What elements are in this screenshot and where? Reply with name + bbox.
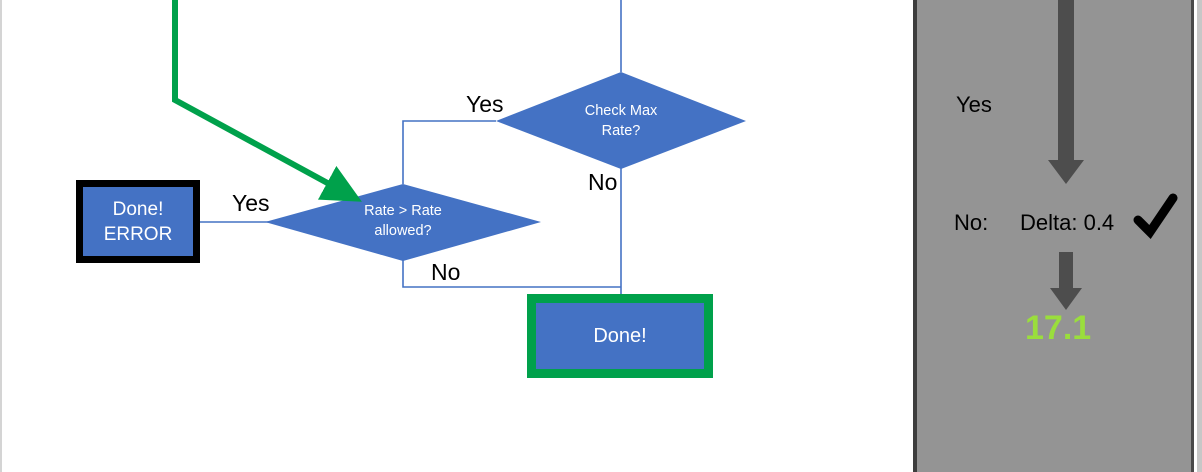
edge-label-rate-yes: Yes [232,190,270,216]
flowchart-graphics [172,0,746,296]
panel-no-label: No: [954,210,989,235]
process-done-line1: Done! [593,324,647,347]
left-edge-divider [0,0,2,472]
decision-rate-gt-rate-allowed [265,184,541,261]
panel-yes-label: Yes [956,92,992,117]
process-done-error[interactable]: Done! ERROR [76,180,200,263]
connector-check-max-yes [402,120,496,184]
process-done-error-line2: ERROR [103,223,173,245]
panel-arrow-top [1048,0,1084,184]
edge-label-check-max-no: No [588,169,618,195]
green-highlight-path [172,0,362,202]
panel-result-value: 17.1 [1025,309,1092,347]
panel-delta-value: Delta: 0.4 [1020,210,1115,235]
panel-arrow-graphics [1048,0,1178,310]
right-gray-panel: Yes No: Delta: 0.4 17.1 [913,0,1194,472]
decision-check-max-rate [496,72,746,169]
panel-right-edge-divider [1197,0,1202,472]
edge-label-rate-no: No [431,259,461,285]
panel-arrow-bottom [1050,252,1082,310]
connector-rate-no [402,260,621,288]
edge-label-check-max-yes: Yes [466,91,504,117]
process-done[interactable]: Done! [527,294,713,378]
process-done-error-line1: Done! [112,198,164,220]
check-mark-icon [1133,193,1178,240]
